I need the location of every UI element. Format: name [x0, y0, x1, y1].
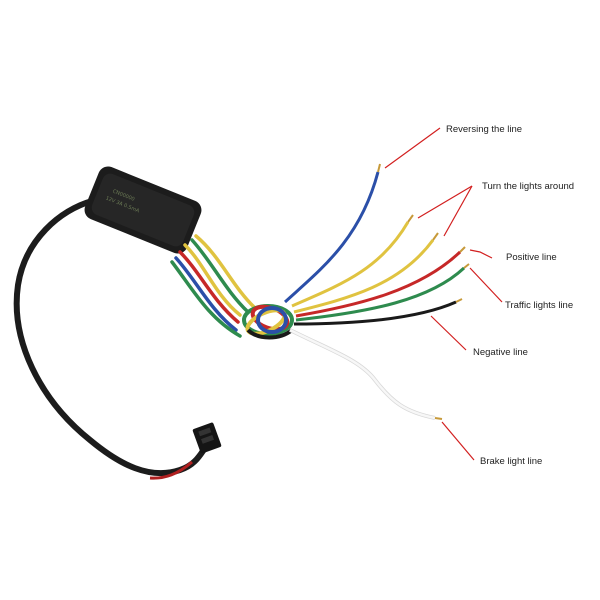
yellow-wire-1-tip [407, 214, 414, 223]
red-wire [295, 250, 462, 318]
wire-knot [242, 304, 294, 340]
white-wire-tip [434, 417, 443, 420]
black-wire [293, 300, 457, 326]
leader-brake [441, 421, 475, 461]
cable-red-stripe [149, 460, 193, 480]
blue-wire [283, 171, 380, 304]
leader-turn-1 [417, 185, 473, 219]
green-wire [295, 266, 466, 322]
white-wire-core [289, 328, 436, 420]
leader-traffic [469, 267, 503, 303]
green-wire-tip [463, 263, 470, 269]
wire-bundle [170, 234, 257, 338]
yellow-wire-2 [293, 239, 435, 314]
leader-turn-2 [443, 185, 473, 237]
controller-module: CN00000 12V 3A 0.5mA [84, 166, 202, 254]
label-reversing: Reversing the line [446, 124, 523, 135]
leader-lines [384, 127, 503, 461]
white-wire [289, 328, 436, 420]
label-negative: Negative line [473, 347, 528, 358]
leader-negative [430, 315, 467, 351]
label-brake: Brake light line [480, 456, 543, 467]
label-positive: Positive line [506, 252, 557, 263]
label-traffic: Traffic lights line [505, 300, 574, 311]
black-wire-tip [455, 298, 463, 303]
connector-plug [192, 422, 222, 454]
blue-wire-tip [377, 163, 381, 173]
red-wire-tip [459, 246, 466, 253]
label-turn-lights: Turn the lights around [482, 181, 575, 192]
yellow-wire-1 [291, 221, 410, 308]
leader-reversing [384, 127, 441, 169]
leader-positive [469, 249, 493, 259]
yellow-wire-2-tip [432, 232, 439, 241]
